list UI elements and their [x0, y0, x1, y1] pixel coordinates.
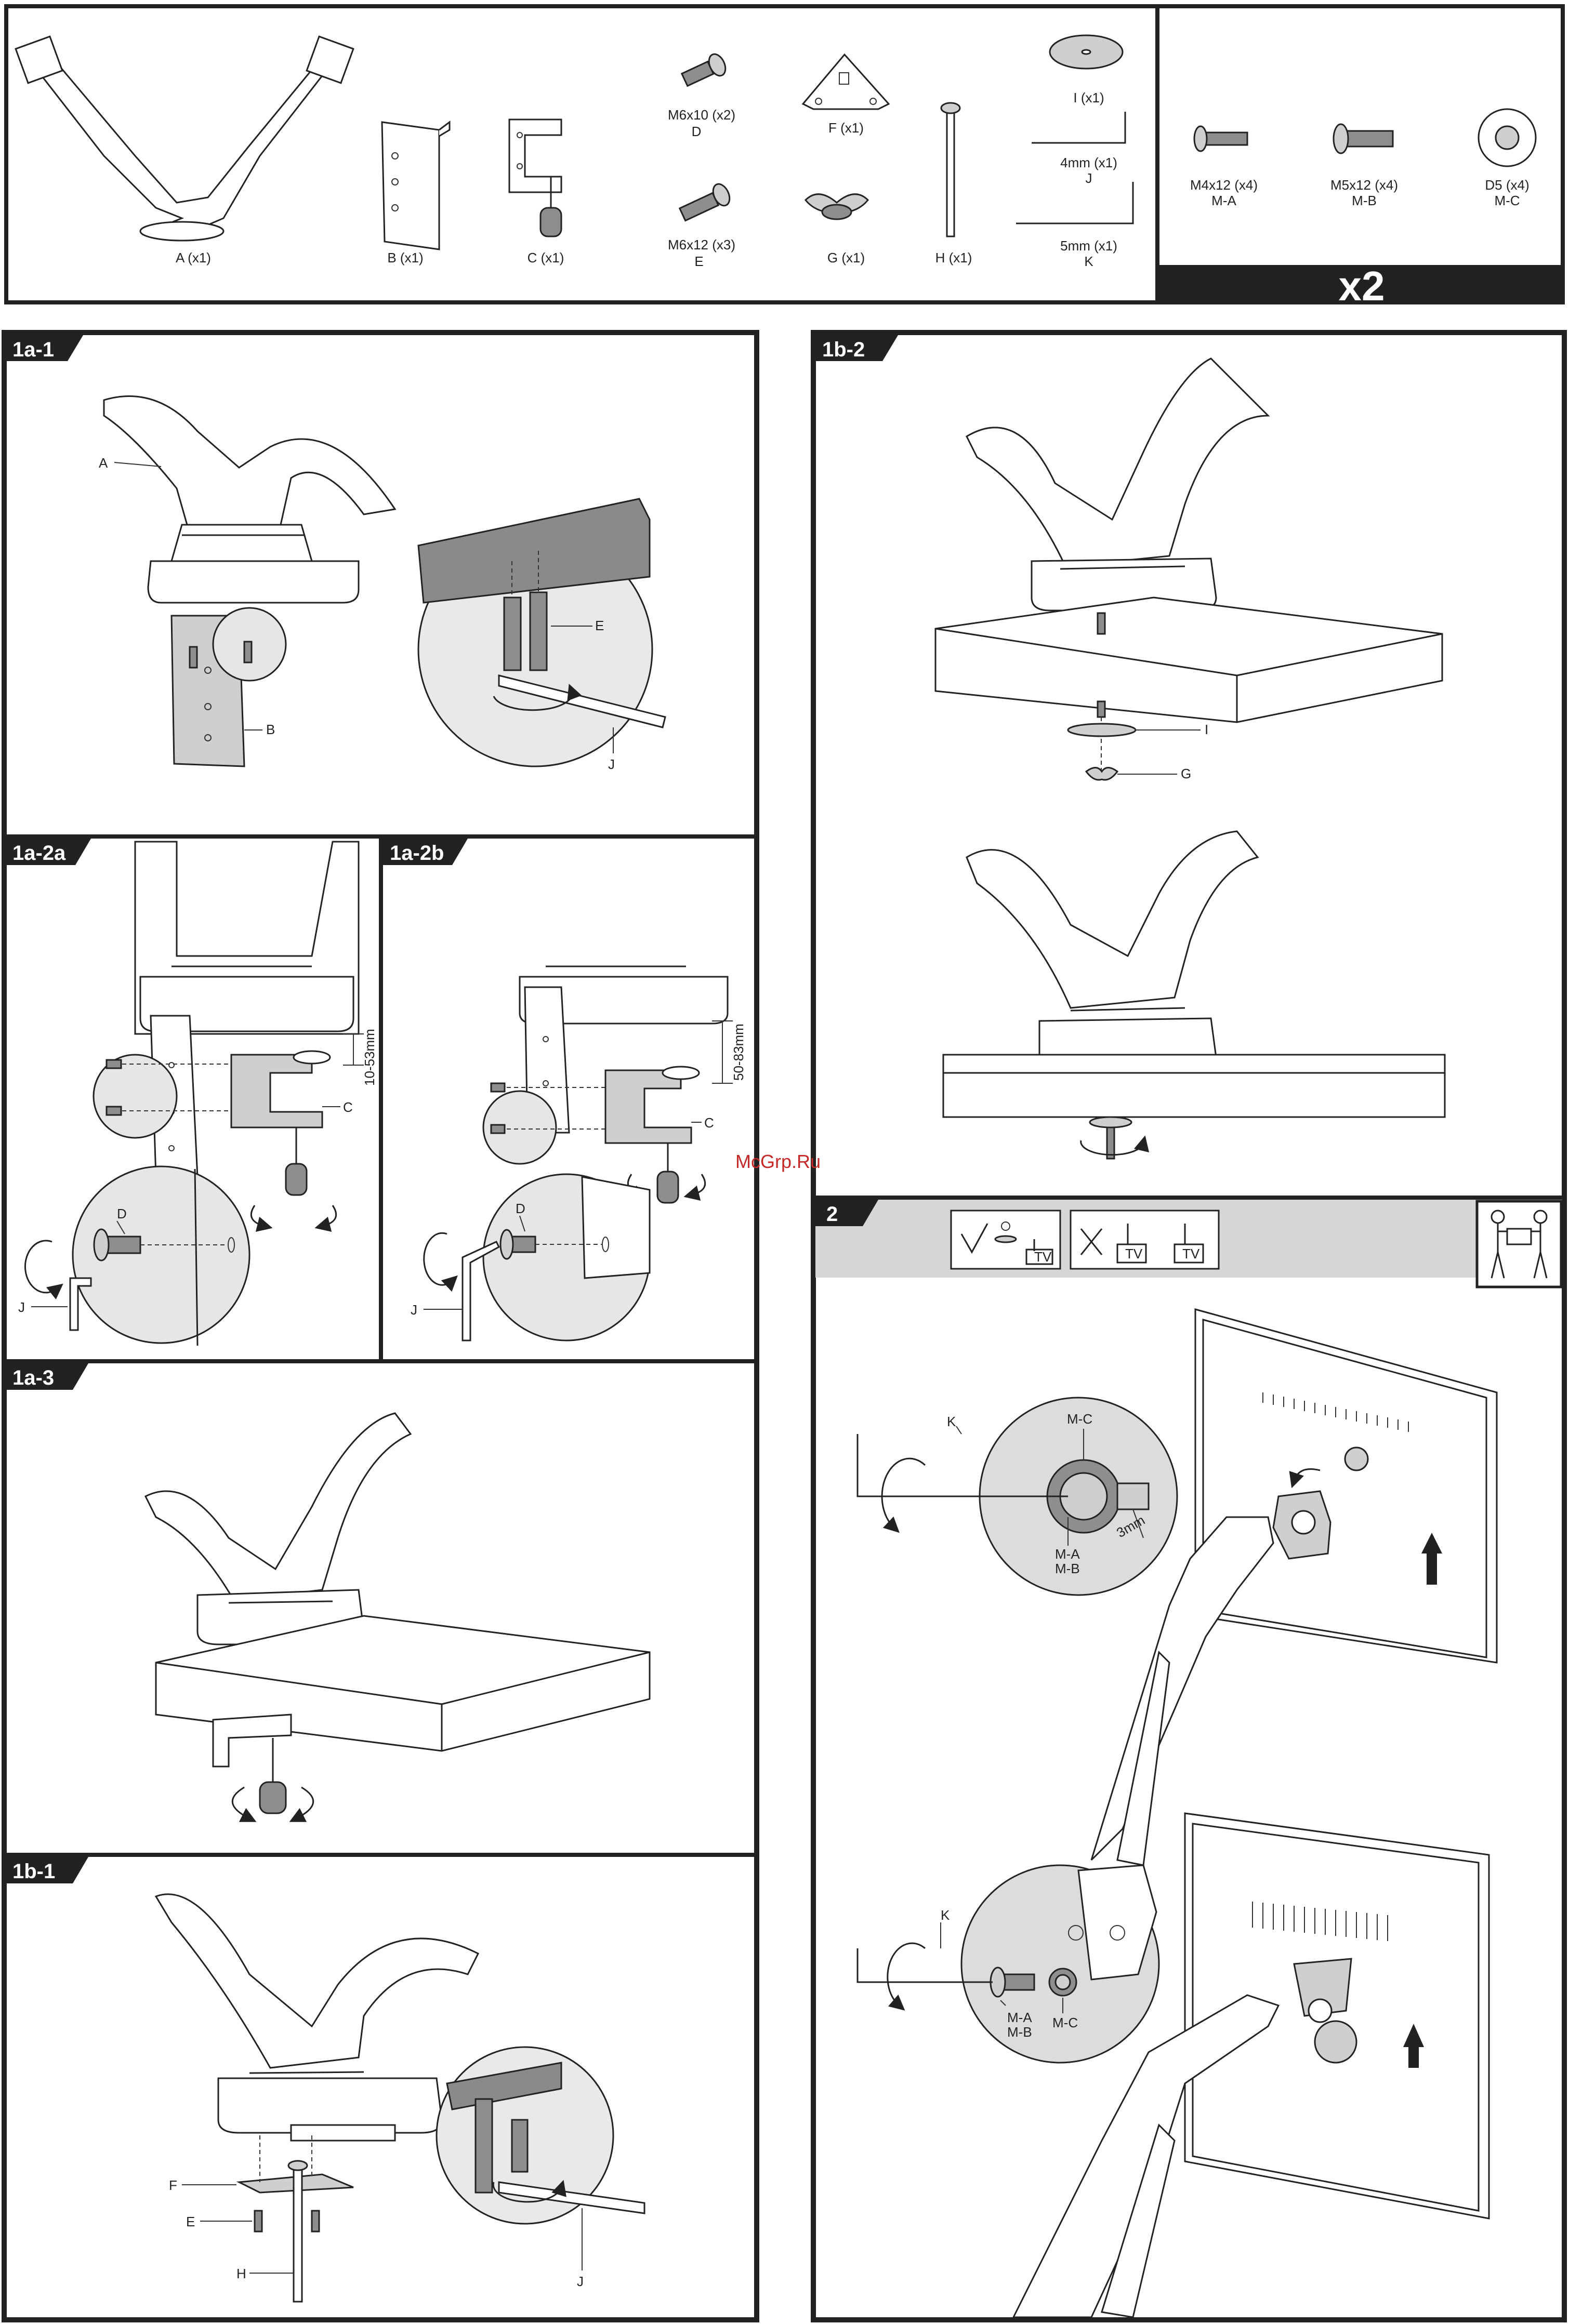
- part-c-label: C (x1): [528, 250, 564, 265]
- part-g-label: G (x1): [827, 250, 865, 265]
- step-1a-1-callout-e: E: [595, 618, 604, 633]
- step-1b-1-callout-f: F: [169, 2177, 177, 2193]
- step-1a-2a-callout-c: C: [343, 1099, 353, 1115]
- part-b-label: B (x1): [387, 250, 423, 265]
- step-1a-1-panel: 1a-1 A B E J: [4, 335, 757, 836]
- part-b-plate-illustration: [382, 122, 450, 249]
- step-1b-2-callout-i: I: [1205, 722, 1208, 737]
- step-2-top-callout-mc: M-C: [1067, 1411, 1092, 1427]
- step-2-bottom-callout-k: K: [941, 1907, 950, 1923]
- correct-tv-label: TV: [1034, 1249, 1052, 1265]
- step-1b-1-tag: 1b-1: [12, 1860, 55, 1883]
- part-mb-letter: M-B: [1352, 193, 1377, 208]
- step-2-bottom-callout-ma: M-A: [1007, 2010, 1032, 2025]
- step-1a-2b-tag: 1a-2b: [390, 842, 444, 865]
- step-2-bottom-callout-mb: M-B: [1007, 2024, 1032, 2040]
- step-2-tag: 2: [826, 1203, 838, 1226]
- step-1a-2a-tag: 1a-2a: [12, 842, 66, 865]
- step-1a-1-callout-b: B: [266, 722, 275, 737]
- part-mb-size: M5x12 (x4): [1330, 177, 1398, 193]
- part-a-label: A (x1): [176, 250, 211, 265]
- step-1a-2a-panel: 1a-2a C 10-53mm D: [6, 836, 381, 1361]
- part-mc-washer-illustration: [1479, 109, 1536, 166]
- incorrect-tv-label-2: TV: [1182, 1246, 1200, 1261]
- incorrect-tv-label-1: TV: [1125, 1246, 1143, 1261]
- step-1b-2-tag: 1b-2: [822, 338, 865, 361]
- step-1b-1-callout-e: E: [186, 2214, 195, 2229]
- step-1b-2-panel: 1b-2 I G: [816, 335, 1445, 1159]
- part-e-letter: E: [694, 254, 703, 269]
- step-2-top-callout-k: K: [947, 1414, 956, 1429]
- step-1a-3-tag: 1a-3: [12, 1366, 54, 1389]
- part-f-label: F (x1): [828, 120, 864, 136]
- part-d-letter: D: [692, 124, 702, 139]
- part-ma-size: M4x12 (x4): [1190, 177, 1258, 193]
- step-2-bottom-callout-mc: M-C: [1052, 2015, 1078, 2030]
- two-person-lift-icon: [1477, 1201, 1561, 1287]
- step-1a-2a-callout-j: J: [18, 1299, 25, 1315]
- step-1a-2a-range: 10-53mm: [362, 1029, 377, 1086]
- step-1a-2b-callout-c: C: [704, 1115, 714, 1131]
- part-mc-size: D5 (x4): [1485, 177, 1529, 193]
- part-j-size: 4mm (x1): [1060, 155, 1117, 170]
- part-k-size: 5mm (x1): [1060, 238, 1117, 254]
- part-e-size: M6x12 (x3): [668, 237, 735, 253]
- vesa-multiplier: x2: [1339, 263, 1385, 309]
- step-1a-1-tag: 1a-1: [12, 338, 54, 361]
- correct-mounting-icon: TV: [951, 1211, 1060, 1269]
- step-1a-2b-range: 50-83mm: [731, 1024, 746, 1081]
- step-1a-2b-callout-d: D: [516, 1201, 525, 1216]
- part-ma-letter: M-A: [1211, 193, 1236, 208]
- step-2-top-callout-mb: M-B: [1055, 1561, 1080, 1576]
- part-h-label: H (x1): [935, 250, 972, 265]
- step-1a-2b-callout-j: J: [411, 1302, 417, 1318]
- incorrect-mounting-icon: TV TV: [1071, 1211, 1219, 1269]
- vesa-parts-panel: x2 M4x12 (x4) M-A M5x12 (x4) M-B D5 (x4)…: [1157, 6, 1563, 309]
- part-j-letter: J: [1086, 170, 1092, 186]
- part-mc-letter: M-C: [1494, 193, 1520, 208]
- step-1b-1-callout-h: H: [236, 2266, 246, 2281]
- step-1a-1-callout-j: J: [608, 756, 615, 772]
- step-1b-1-callout-j: J: [577, 2274, 584, 2289]
- step-2-panel: 2 TV TV TV: [813, 1198, 1564, 2317]
- parts-list-panel: A (x1) B (x1) C (x1) M6x10 (x2) D M6x12: [6, 6, 1157, 302]
- step-1a-3-panel: 1a-3: [4, 1361, 757, 1818]
- part-k-letter: K: [1084, 254, 1093, 269]
- step-1b-2-callout-g: G: [1181, 766, 1191, 781]
- part-i-label: I (x1): [1073, 90, 1104, 105]
- step-1a-1-callout-a: A: [99, 455, 108, 471]
- step-1a-2b-panel: 1a-2b C 50-83mm D J: [383, 839, 746, 1340]
- step-2-top-callout-ma: M-A: [1055, 1546, 1080, 1562]
- part-d-size: M6x10 (x2): [668, 107, 735, 123]
- step-1a-2a-callout-d: D: [117, 1206, 127, 1221]
- part-i-washer-illustration: [1050, 35, 1123, 69]
- step-1b-1-panel: 1b-1 F E H J: [4, 1855, 757, 2302]
- watermark: McGrp.Ru: [735, 1151, 821, 1172]
